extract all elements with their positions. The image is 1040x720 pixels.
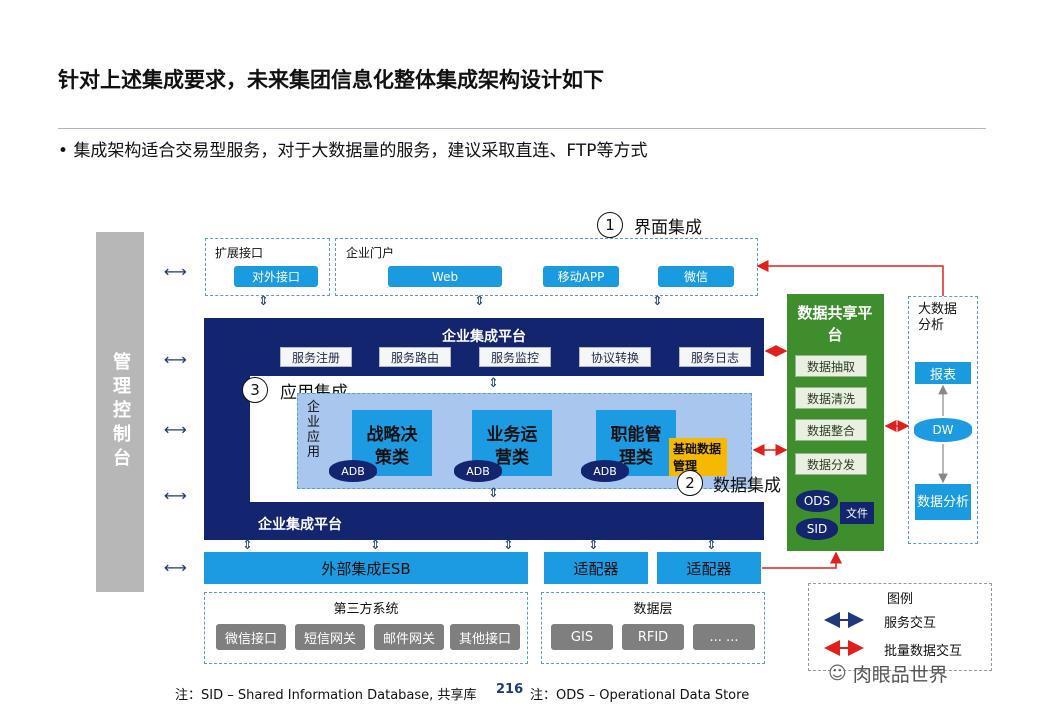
third-party-wechat[interactable]: 微信接口 bbox=[216, 624, 286, 650]
connector-platform-apps: ⇕ bbox=[488, 376, 499, 391]
connector-adapter-1: ⇕ bbox=[588, 538, 599, 553]
service-arrow-1: ⟷ bbox=[164, 262, 187, 281]
service-registration[interactable]: 服务注册 bbox=[280, 347, 352, 367]
ods-cylinder: ODS bbox=[796, 490, 838, 512]
integration-platform-bottom bbox=[204, 502, 764, 540]
management-console-label: 管理控制台 bbox=[110, 352, 131, 472]
data-layer-gis[interactable]: GIS bbox=[551, 624, 613, 650]
enterprise-apps-label: 企业应用 bbox=[307, 400, 321, 460]
big-data-dw: DW bbox=[914, 418, 972, 442]
bullet-content: 集成架构适合交易型服务，对于大数据量的服务，建议采取直连、FTP等方式 bbox=[73, 141, 648, 161]
service-routing[interactable]: 服务路由 bbox=[379, 347, 451, 367]
third-party-label: 第三方系统 bbox=[333, 602, 399, 617]
connector-adapter-2: ⇕ bbox=[706, 538, 717, 553]
data-integrate[interactable]: 数据整合 bbox=[795, 419, 867, 441]
data-layer-more[interactable]: ... ... bbox=[693, 624, 755, 650]
connector-wechat-platform: ⇕ bbox=[652, 294, 663, 309]
management-console: 管理控制台 bbox=[96, 232, 144, 592]
connector-esb-2: ⇕ bbox=[370, 538, 381, 553]
red-arrow-adapter bbox=[762, 551, 842, 569]
service-monitoring[interactable]: 服务监控 bbox=[479, 347, 551, 367]
data-distribute[interactable]: 数据分发 bbox=[795, 453, 867, 475]
portal-item-wechat[interactable]: 微信 bbox=[658, 266, 734, 287]
adapter-2[interactable]: 适配器 bbox=[657, 552, 761, 584]
annotation-3-badge: 3 bbox=[242, 377, 268, 403]
app-block-operations[interactable]: 业务运营类 bbox=[472, 410, 552, 476]
ext-interface-label: 扩展接口 bbox=[215, 246, 264, 260]
master-data-label: 基础数据管理 bbox=[673, 442, 722, 473]
watermark-text: 肉眼品世界 bbox=[852, 664, 948, 686]
connector-esb-3: ⇕ bbox=[503, 538, 514, 553]
bullet-text: • 集成架构适合交易型服务，对于大数据量的服务，建议采取直连、FTP等方式 bbox=[58, 141, 648, 161]
footnote-sid: 注：SID – Shared Information Database, 共享库 bbox=[175, 688, 477, 703]
portal-label: 企业门户 bbox=[346, 246, 395, 260]
adb-cylinder-2: ADB bbox=[454, 460, 502, 482]
external-esb[interactable]: 外部集成ESB bbox=[204, 552, 528, 584]
sid-cylinder: SID bbox=[796, 518, 838, 540]
data-layer-label: 数据层 bbox=[633, 602, 673, 617]
data-layer-box bbox=[541, 592, 765, 664]
third-party-box bbox=[204, 592, 528, 664]
third-party-email[interactable]: 邮件网关 bbox=[374, 624, 444, 650]
big-data-analysis[interactable]: 数据分析 bbox=[915, 484, 971, 520]
legend-batch: 批量数据交互 bbox=[884, 644, 963, 659]
annotation-ui-integration: 界面集成 bbox=[634, 218, 702, 238]
legend-service: 服务交互 bbox=[884, 616, 937, 631]
connector-ext-platform: ⇕ bbox=[258, 294, 269, 309]
adb-cylinder-1: ADB bbox=[329, 460, 377, 482]
integration-platform-left bbox=[204, 376, 250, 502]
data-sharing-title: 数据共享平台 bbox=[797, 304, 873, 344]
page-title: 针对上述集成要求，未来集团信息化整体集成架构设计如下 bbox=[58, 68, 604, 92]
annotation-2-badge: 2 bbox=[677, 470, 703, 496]
watermark: ☺ 肉眼品世界 bbox=[828, 660, 948, 687]
legend-box bbox=[808, 583, 992, 671]
big-data-title: 大数据分析 bbox=[918, 302, 958, 333]
adapter-1[interactable]: 适配器 bbox=[544, 552, 648, 584]
legend-title: 图例 bbox=[886, 592, 913, 607]
data-layer-rfid[interactable]: RFID bbox=[622, 624, 684, 650]
adb-cylinder-3: ADB bbox=[581, 460, 629, 482]
service-arrow-5: ⟷ bbox=[164, 558, 187, 577]
data-cleanse[interactable]: 数据清洗 bbox=[795, 387, 867, 409]
title-divider bbox=[58, 128, 986, 129]
file-icon: 文件 bbox=[840, 502, 874, 524]
ext-interface-box bbox=[205, 238, 330, 296]
platform-bottom-title: 企业集成平台 bbox=[258, 517, 342, 533]
third-party-other[interactable]: 其他接口 bbox=[450, 624, 520, 650]
portal-item-mobile-app[interactable]: 移动APP bbox=[543, 266, 619, 287]
service-arrow-3: ⟷ bbox=[164, 420, 187, 439]
big-data-report[interactable]: 报表 bbox=[915, 362, 971, 384]
wechat-logo-icon: ☺ bbox=[828, 663, 847, 684]
connector-apps-platform: ⇕ bbox=[488, 486, 499, 501]
page-number: 216 bbox=[496, 682, 524, 697]
service-arrow-4: ⟷ bbox=[164, 486, 187, 505]
connector-web-platform: ⇕ bbox=[474, 294, 485, 309]
footnote-ods: 注：ODS – Operational Data Store bbox=[530, 688, 750, 703]
connector-esb-1: ⇕ bbox=[242, 538, 253, 553]
external-interface-button[interactable]: 对外接口 bbox=[234, 266, 318, 287]
annotation-1-badge: 1 bbox=[597, 212, 623, 238]
service-log[interactable]: 服务日志 bbox=[679, 347, 751, 367]
protocol-conversion[interactable]: 协议转换 bbox=[579, 347, 651, 367]
third-party-sms[interactable]: 短信网关 bbox=[295, 624, 365, 650]
annotation-data-integration: 数据集成 bbox=[713, 476, 781, 496]
service-arrow-2: ⟷ bbox=[164, 350, 187, 369]
red-arrow-portal bbox=[756, 260, 944, 296]
data-extract[interactable]: 数据抽取 bbox=[795, 355, 867, 377]
portal-item-web[interactable]: Web bbox=[388, 266, 502, 287]
master-data-block[interactable]: 基础数据管理 bbox=[669, 438, 727, 476]
platform-top-title: 企业集成平台 bbox=[442, 329, 526, 345]
